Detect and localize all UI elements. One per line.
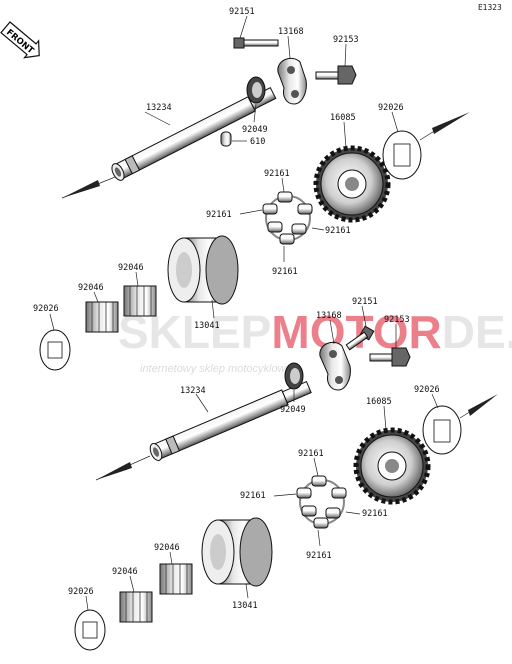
roller-cage-part xyxy=(262,191,313,245)
label-seal: 92049 xyxy=(242,125,268,135)
label-bolt-top: 92151 xyxy=(229,7,255,17)
lower-label-sleeve: 13041 xyxy=(232,601,258,611)
lower-label-bearing-a: 92046 xyxy=(154,543,180,553)
lower-bolt-part xyxy=(345,325,375,351)
watermark-tagline: internetowy sklep motocyklowy xyxy=(140,363,293,375)
lower-label-seal: 92049 xyxy=(280,405,306,415)
svg-text:SKLEPMOTORDE.PL: SKLEPMOTORDE.PL xyxy=(118,306,512,358)
lower-label-roller-left: 92161 xyxy=(240,491,266,501)
lower-label-roller-right: 92161 xyxy=(362,509,388,519)
label-pin: 610 xyxy=(250,137,265,147)
seal-part xyxy=(246,76,266,104)
lower-label-washer-right: 92026 xyxy=(414,385,440,395)
lower-label-bolt-top: 92151 xyxy=(352,297,378,307)
label-roller-left: 92161 xyxy=(206,210,232,220)
gear-part xyxy=(313,145,391,223)
bolt-part xyxy=(233,37,279,49)
label-roller-right: 92161 xyxy=(325,226,351,236)
lower-label-arm: 13168 xyxy=(316,311,342,321)
lower-bolt-side-part xyxy=(369,347,411,367)
lower-bearing-b-part xyxy=(119,591,153,623)
label-gear: 16085 xyxy=(330,113,356,123)
bolt-side-part xyxy=(315,65,357,85)
label-bolt-side: 92153 xyxy=(333,35,359,45)
label-shaft: 13234 xyxy=(146,103,172,113)
lower-washer-left-part xyxy=(74,609,106,651)
lower-arm-part xyxy=(319,341,351,391)
label-washer-left: 92026 xyxy=(33,304,59,314)
washer-left-part xyxy=(39,329,71,371)
watermark: SKLEPMOTORDE.PL internetowy sklep motocy… xyxy=(118,306,512,375)
label-sleeve: 13041 xyxy=(194,321,220,331)
front-direction-indicator: FRONT xyxy=(0,21,40,59)
lower-sleeve-part xyxy=(201,517,273,587)
label-bearing-a: 92046 xyxy=(118,263,144,273)
label-washer-right: 92026 xyxy=(378,103,404,113)
diagram-code: E1323 xyxy=(478,3,502,12)
lower-gear-part xyxy=(353,427,431,505)
lower-label-roller-bottom: 92161 xyxy=(306,551,332,561)
lower-shaft-part xyxy=(149,380,312,462)
pin-part xyxy=(220,131,247,147)
sleeve-part xyxy=(167,235,239,305)
lower-label-gear: 16085 xyxy=(366,397,392,407)
lower-washer-right-part xyxy=(422,405,462,455)
label-roller-bottom: 92161 xyxy=(272,267,298,277)
bearing-b-part xyxy=(85,301,119,333)
lower-roller-cage-part xyxy=(296,475,347,529)
arm-part xyxy=(277,57,307,105)
shaft-part xyxy=(111,86,277,181)
lower-label-roller-top: 92161 xyxy=(298,449,324,459)
lower-bearing-a-part xyxy=(159,563,193,595)
lower-seal-part xyxy=(284,362,304,390)
lower-label-bearing-b: 92046 xyxy=(112,567,138,577)
upper-assembly: 92151 13168 92153 13234 92049 610 16085 … xyxy=(33,7,470,371)
bearing-a-part xyxy=(123,285,157,317)
label-arm: 13168 xyxy=(278,27,304,37)
washer-right-part xyxy=(382,130,422,180)
watermark-brand-b: MOTOR xyxy=(271,306,441,358)
lower-label-bolt-side: 92153 xyxy=(384,315,410,325)
front-arrow-icon xyxy=(0,21,40,59)
label-roller-top: 92161 xyxy=(264,169,290,179)
lower-label-shaft: 13234 xyxy=(180,386,206,396)
lower-label-washer-left: 92026 xyxy=(68,587,94,597)
label-bearing-b: 92046 xyxy=(78,283,104,293)
lower-assembly: 92151 13168 92153 13234 92049 16085 9202… xyxy=(68,297,498,651)
watermark-brand-c: DE.PL xyxy=(442,306,512,358)
